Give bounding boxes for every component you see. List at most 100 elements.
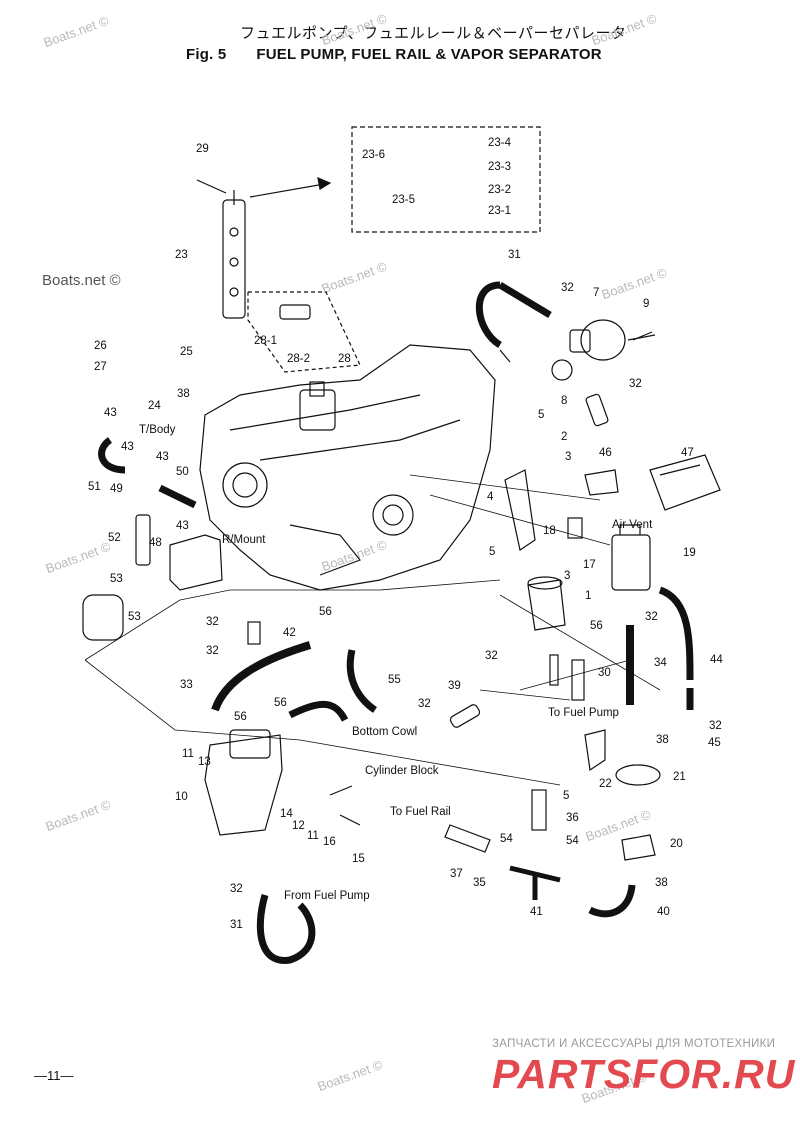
callout-label: 31 bbox=[508, 249, 521, 261]
callout-label: To Fuel Pump bbox=[548, 707, 619, 719]
callout-label: 32 bbox=[206, 616, 219, 628]
callout-label: 24 bbox=[148, 400, 161, 412]
brand-logo: PARTSFOR.RU bbox=[492, 1051, 796, 1097]
title-japanese: フュエルポンプ、フュエルレール＆ベーパーセパレータ bbox=[240, 25, 627, 42]
callout-label: 3 bbox=[564, 570, 570, 582]
callout-label: Air Vent bbox=[612, 519, 653, 531]
callout-label: 41 bbox=[530, 906, 543, 918]
callout-label: R/Mount bbox=[222, 534, 266, 546]
callout-label: T/Body bbox=[139, 424, 176, 436]
callout-label: 53 bbox=[110, 573, 123, 585]
callout-label: 12 bbox=[292, 820, 305, 832]
callout-label: 39 bbox=[448, 680, 461, 692]
brand-subtitle: ЗАПЧАСТИ И АКСЕССУАРЫ ДЛЯ МОТОТЕХНИКИ bbox=[492, 1038, 776, 1050]
callout-label: 23-3 bbox=[488, 161, 511, 173]
callout-label: 32 bbox=[206, 645, 219, 657]
callout-label: 48 bbox=[149, 537, 162, 549]
callout-label: 32 bbox=[230, 883, 243, 895]
callout-label: 3 bbox=[565, 451, 571, 463]
watermark: Boats.net © bbox=[42, 272, 121, 289]
callout-label: 26 bbox=[94, 340, 107, 352]
callout-label: 4 bbox=[487, 491, 494, 503]
callout-label: 13 bbox=[198, 756, 211, 768]
callout-label: 16 bbox=[323, 836, 336, 848]
callout-label: 14 bbox=[280, 808, 293, 820]
figure-title-text: FUEL PUMP, FUEL RAIL & VAPOR SEPARATOR bbox=[256, 46, 602, 63]
callout-label: 45 bbox=[708, 737, 721, 749]
callout-label: 51 bbox=[88, 481, 101, 493]
callout-label: 55 bbox=[388, 674, 401, 686]
callout-label: 30 bbox=[598, 667, 611, 679]
callout-label: 8 bbox=[561, 395, 567, 407]
callout-label: 29 bbox=[196, 143, 209, 155]
callout-label: 25 bbox=[180, 346, 193, 358]
callout-label: 43 bbox=[104, 407, 117, 419]
callout-label: 35 bbox=[473, 877, 486, 889]
callout-label: 54 bbox=[500, 833, 513, 845]
callout-label: 23-4 bbox=[488, 137, 512, 149]
callout-label: 5 bbox=[489, 546, 495, 558]
callout-label: 23-5 bbox=[392, 194, 415, 206]
figure-title: Fig. 5 FUEL PUMP, FUEL RAIL & VAPOR SEPAR… bbox=[186, 46, 602, 63]
callout-label: 20 bbox=[670, 838, 683, 850]
callout-label: 38 bbox=[655, 877, 668, 889]
callout-label: 19 bbox=[683, 547, 696, 559]
callout-label: 28-2 bbox=[287, 353, 310, 365]
callout-label: 23 bbox=[175, 249, 188, 261]
callout-label: 1 bbox=[585, 590, 591, 602]
diagram-lines bbox=[82, 126, 721, 964]
callout-label: 43 bbox=[176, 520, 189, 532]
callout-label: 36 bbox=[566, 812, 579, 824]
callout-label: 56 bbox=[234, 711, 247, 723]
callout-label: 23-2 bbox=[488, 184, 511, 196]
callout-label: 5 bbox=[538, 409, 544, 421]
figure-number: Fig. 5 bbox=[186, 46, 227, 63]
callout-label: 32 bbox=[629, 378, 642, 390]
callout-label: 2 bbox=[561, 431, 567, 443]
callout-label: 50 bbox=[176, 466, 189, 478]
callout-label: 32 bbox=[709, 720, 722, 732]
callout-label: 34 bbox=[654, 657, 667, 669]
callout-label: 46 bbox=[599, 447, 612, 459]
callout-label: 27 bbox=[94, 361, 107, 373]
callout-label: 15 bbox=[352, 853, 365, 865]
callout-label: 21 bbox=[673, 771, 686, 783]
callout-label: 53 bbox=[128, 611, 141, 623]
callout-label: 28-1 bbox=[254, 335, 277, 347]
callout-label: 38 bbox=[177, 388, 190, 400]
callout-label: 32 bbox=[418, 698, 431, 710]
callout-labels: 29 23-6 23-4 23-3 23-2 23-5 23-1 23 31 3… bbox=[88, 137, 723, 931]
callout-label: Bottom Cowl bbox=[352, 726, 417, 738]
page-number: —11— bbox=[34, 1068, 74, 1083]
callout-label: 38 bbox=[656, 734, 669, 746]
callout-label: 32 bbox=[645, 611, 658, 623]
callout-label: 9 bbox=[643, 298, 649, 310]
callout-label: 49 bbox=[110, 483, 123, 495]
callout-label: 56 bbox=[590, 620, 603, 632]
callout-label: 47 bbox=[681, 447, 694, 459]
callout-label: 56 bbox=[274, 697, 287, 709]
callout-label: 43 bbox=[121, 441, 134, 453]
callout-label: 11 bbox=[307, 830, 319, 842]
callout-label: 7 bbox=[593, 287, 599, 299]
callout-label: 18 bbox=[543, 525, 556, 537]
callout-label: 22 bbox=[599, 778, 612, 790]
callout-label: From Fuel Pump bbox=[284, 890, 370, 902]
callout-label: 42 bbox=[283, 627, 296, 639]
callout-label: 43 bbox=[156, 451, 169, 463]
callout-label: 5 bbox=[563, 790, 569, 802]
callout-label: 37 bbox=[450, 868, 463, 880]
callout-label: To Fuel Rail bbox=[390, 806, 451, 818]
callout-label: 56 bbox=[319, 606, 332, 618]
callout-label: Cylinder Block bbox=[365, 765, 439, 777]
callout-label: 54 bbox=[566, 835, 579, 847]
callout-label: 23-1 bbox=[488, 205, 511, 217]
callout-label: 32 bbox=[485, 650, 498, 662]
callout-label: 17 bbox=[583, 559, 596, 571]
callout-label: 40 bbox=[657, 906, 670, 918]
callout-label: 44 bbox=[710, 654, 723, 666]
callout-label: 33 bbox=[180, 679, 193, 691]
callout-label: 52 bbox=[108, 532, 121, 544]
callout-label: 11 bbox=[182, 748, 194, 760]
